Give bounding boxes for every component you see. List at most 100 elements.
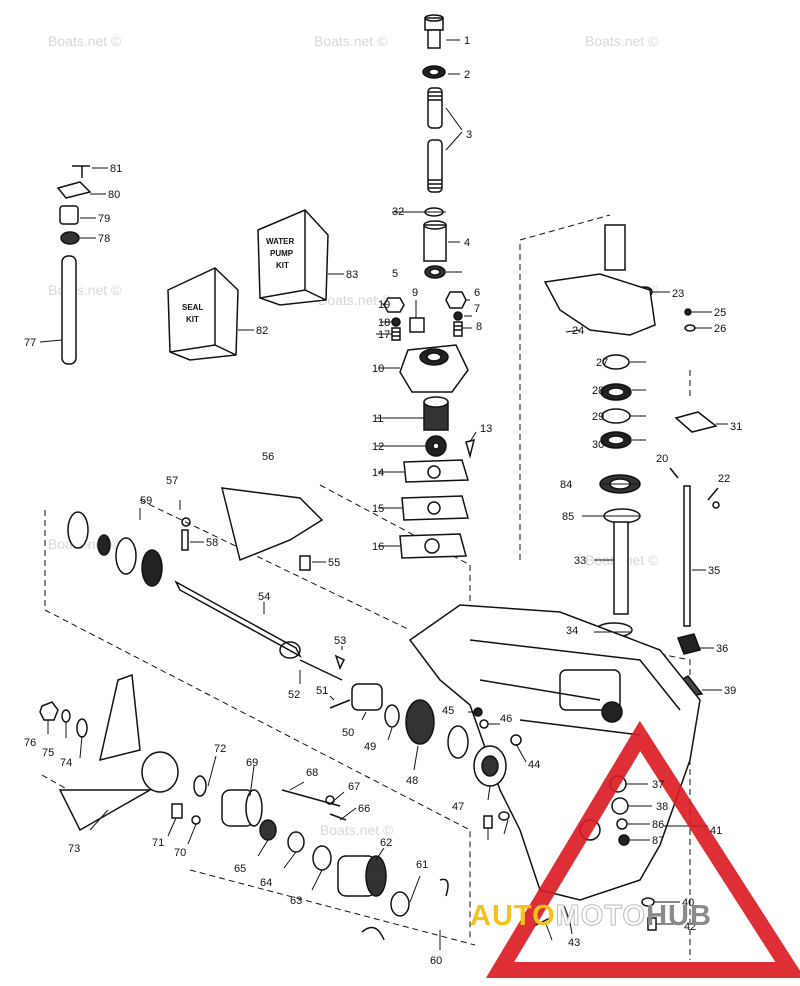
part-number-label: 79 — [98, 213, 110, 225]
part-number-label: 83 — [346, 269, 358, 281]
part-number-label: 86 — [652, 819, 664, 831]
part-number-label: 22 — [718, 473, 730, 485]
part-number-labels: 1233245678919181710111213141516818079787… — [24, 35, 742, 967]
svg-text:KIT: KIT — [186, 315, 199, 324]
part-number-label: 5 — [392, 268, 398, 280]
part-14 — [403, 459, 469, 483]
part-7 — [453, 311, 463, 321]
part-number-label: 64 — [260, 877, 272, 889]
part-number-label: 8 — [476, 321, 482, 333]
svg-text:WATER: WATER — [266, 237, 295, 246]
part-number-label: 18 — [378, 317, 390, 329]
part-13 — [465, 438, 476, 459]
watermark: Boats.net © — [585, 33, 659, 49]
part-47-bearing-carrier — [473, 745, 507, 787]
watermark: Boats.net © — [314, 33, 388, 49]
part-number-label: 70 — [174, 847, 186, 859]
part-number-label: 52 — [288, 689, 300, 701]
part-number-label: 82 — [256, 325, 268, 337]
part-25 — [684, 308, 692, 316]
part-62-bearing — [337, 855, 387, 897]
part-60 — [361, 878, 449, 941]
part-number-label: 87 — [652, 835, 664, 847]
part-number-label: 48 — [406, 775, 418, 787]
svg-text:KIT: KIT — [276, 261, 289, 270]
part-77 — [61, 255, 77, 365]
part-number-label: 33 — [574, 555, 586, 567]
part-71 — [171, 803, 183, 819]
part-number-label: 42 — [684, 921, 696, 933]
seal-kit-box — [167, 267, 239, 361]
dashed-outline-right — [639, 370, 691, 960]
watermark: Boats.net © — [318, 292, 392, 308]
part-number-label: 11 — [372, 413, 383, 425]
part-number-label: 38 — [656, 801, 668, 813]
part-number-label: 15 — [372, 503, 384, 515]
gear-housing — [408, 604, 701, 901]
part-72 — [193, 775, 207, 797]
part-number-label: 65 — [234, 863, 246, 875]
part-number-label: 62 — [380, 837, 392, 849]
part-55 — [299, 555, 311, 571]
part-number-label: 77 — [24, 337, 36, 349]
part-number-label: 81 — [110, 163, 122, 175]
part-number-label: 39 — [724, 685, 736, 697]
part-number-label: 68 — [306, 767, 318, 779]
part-61 — [390, 891, 410, 917]
dashed-outline-left — [44, 510, 471, 940]
part-73-propeller — [58, 673, 179, 832]
part-22 — [707, 487, 720, 509]
part-number-label: 56 — [262, 451, 274, 463]
part-number-label: 54 — [258, 591, 270, 603]
part-79 — [59, 205, 79, 225]
part-75 — [61, 709, 71, 723]
part-number-label: 43 — [568, 937, 580, 949]
part-number-label: 7 — [474, 303, 480, 315]
part-number-label: 10 — [372, 363, 384, 375]
part-8 — [453, 321, 463, 337]
part-59 — [67, 511, 163, 587]
part-number-label: 26 — [714, 323, 726, 335]
part-24-shift-cover — [543, 224, 656, 336]
part-number-label: 75 — [42, 747, 54, 759]
automotohub-triangle-logo — [485, 720, 800, 978]
part-66 — [329, 813, 347, 821]
part-5 — [424, 265, 446, 279]
part-11 — [423, 396, 449, 431]
part-51 — [329, 699, 351, 709]
part-43 — [533, 917, 551, 927]
part-18 — [391, 317, 401, 327]
part-number-label: 85 — [562, 511, 574, 523]
part-81 — [72, 165, 90, 178]
part-15 — [401, 495, 469, 521]
part-63 — [312, 845, 332, 871]
part-number-label: 29 — [592, 411, 604, 423]
part-number-label: 36 — [716, 643, 728, 655]
seal-kit-label: SEAL KIT — [182, 303, 203, 324]
part-number-label: 19 — [378, 299, 390, 311]
part-number-label: 76 — [24, 737, 36, 749]
part-number-label: 49 — [364, 741, 376, 753]
part-33b — [611, 797, 629, 815]
part-number-label: 16 — [372, 541, 384, 553]
part-number-label: 73 — [68, 843, 80, 855]
part-number-label: 25 — [714, 307, 726, 319]
part-number-label: 12 — [372, 441, 384, 453]
part-number-label: 59 — [140, 495, 152, 507]
part-27 — [602, 354, 630, 370]
part-number-label: 31 — [730, 421, 742, 433]
part-30 — [600, 431, 632, 449]
part-number-label: 3 — [466, 129, 472, 141]
part-number-label: 20 — [656, 453, 668, 465]
part-36 — [677, 633, 701, 655]
part-number-label: 51 — [316, 685, 328, 697]
part-number-label: 34 — [566, 625, 578, 637]
watermark: Boats.net © — [320, 822, 394, 838]
part-2 — [422, 65, 446, 79]
part-69-hub — [221, 789, 263, 827]
watermark: Boats.net © — [48, 33, 122, 49]
part-number-label: 14 — [372, 467, 384, 479]
part-12-impeller — [425, 435, 447, 457]
part-number-label: 67 — [348, 781, 360, 793]
